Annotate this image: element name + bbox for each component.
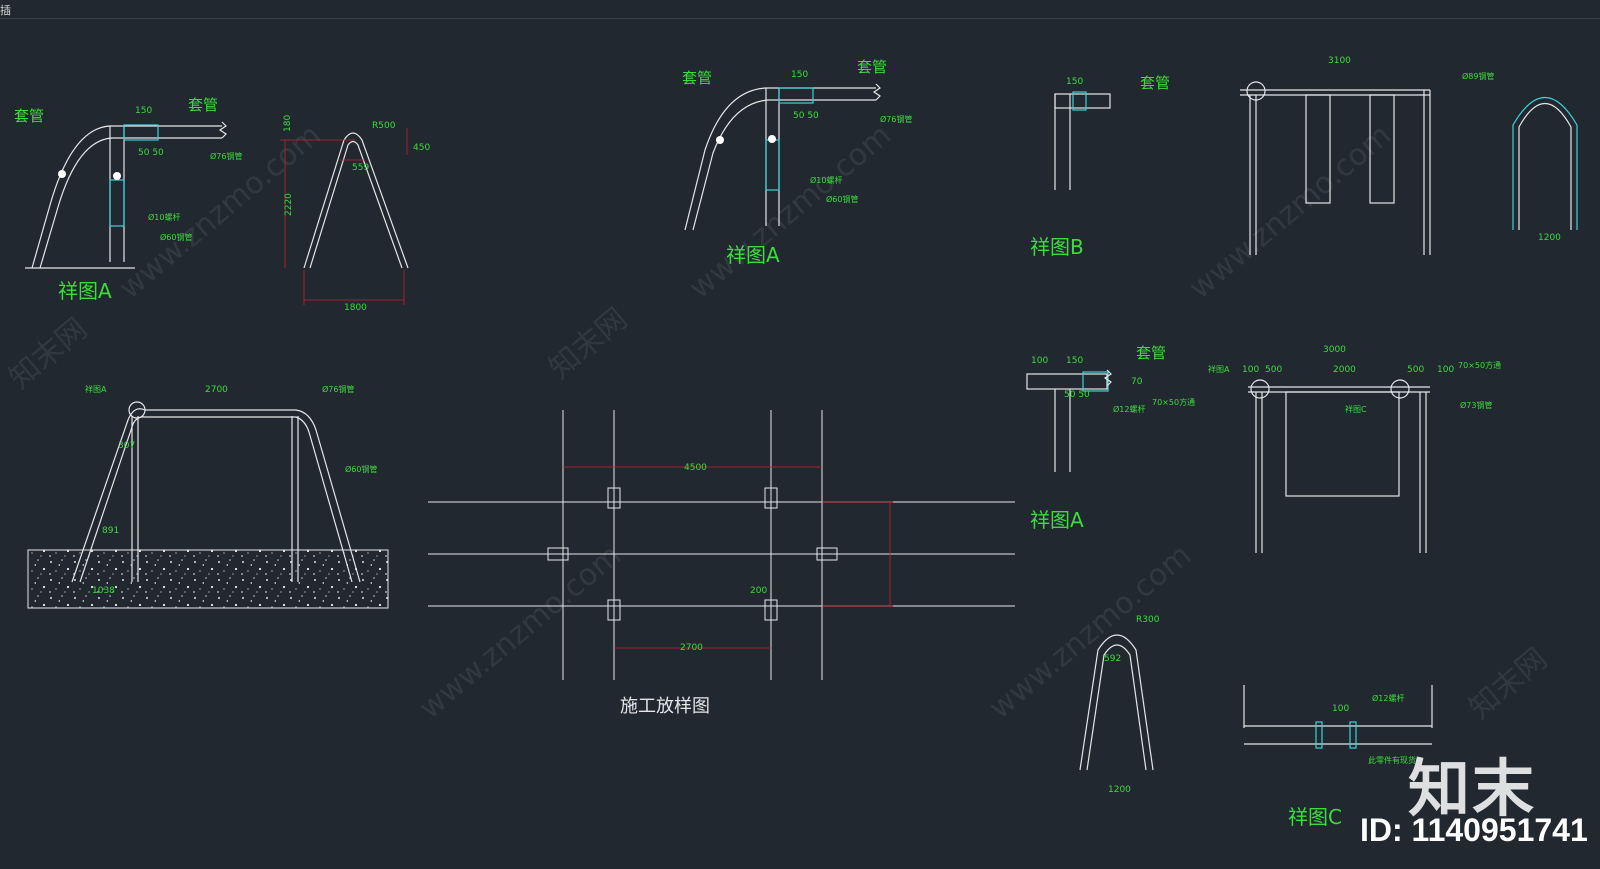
dim: 2700 <box>680 643 703 653</box>
pipe60-label: Ø60钢管 <box>160 232 192 242</box>
arch-end-view <box>1512 97 1578 230</box>
watermark-logo: 知末 <box>1408 752 1537 825</box>
dim: 1800 <box>344 303 367 313</box>
detail-a-title: 祥图A <box>726 243 780 267</box>
note-c: 此零件有现货 <box>1368 755 1416 765</box>
swing-front-elevation <box>71 401 361 583</box>
dim: 180 <box>283 115 293 132</box>
dim: 50 50 <box>138 148 164 158</box>
dim: 3100 <box>1328 56 1351 66</box>
dim: 2700 <box>205 385 228 395</box>
detail-a-right <box>1026 369 1112 472</box>
sleeve-label: 套管 <box>682 69 712 87</box>
dim: 70 <box>1131 377 1143 387</box>
front-elevation-mid <box>1248 379 1430 553</box>
sleeve-label: 套管 <box>14 107 44 125</box>
pipe76-label: Ø76钢管 <box>880 114 912 124</box>
detail-a-title: 祥图A <box>58 279 112 303</box>
sleeve-label: 套管 <box>857 58 887 76</box>
dim: 1200 <box>1108 785 1131 795</box>
detail-c-title: 祥图C <box>1288 805 1342 829</box>
dim: 307 <box>118 441 135 451</box>
dim: 50 50 <box>1064 390 1090 400</box>
pipe76-label: Ø76钢管 <box>210 151 242 161</box>
dim: 100 <box>1242 365 1259 375</box>
bolt-marker <box>716 136 724 144</box>
dim: 150 <box>791 70 808 80</box>
dim: 50 50 <box>793 111 819 121</box>
dim: 150 <box>1066 77 1083 87</box>
dim: 100 <box>1332 704 1349 714</box>
watermark-url-2: www.znzmo.com <box>683 118 898 307</box>
detail-a-center <box>684 83 881 231</box>
pipe60-label: Ø60钢管 <box>345 464 377 474</box>
ref-detail-c: 祥图C <box>1345 404 1367 414</box>
pipe76-label: Ø76钢管 <box>322 384 354 394</box>
dim: 592 <box>1104 654 1121 664</box>
dim: 100 <box>1437 365 1454 375</box>
pipe89-label: Ø89钢管 <box>1462 71 1494 81</box>
watermark-url-1: www.znzmo.com <box>113 118 328 307</box>
frame-elevation-side <box>303 132 409 269</box>
bolt12-label: Ø12螺杆 <box>1372 693 1404 703</box>
dim: 450 <box>413 143 430 153</box>
dim: 2220 <box>284 193 294 216</box>
dim: 891 <box>102 526 119 536</box>
layout-dimensions <box>563 466 893 649</box>
watermark-layer: www.znzmo.com www.znzmo.com www.znzmo.co… <box>3 118 1554 727</box>
dim: 150 <box>1066 356 1083 366</box>
arch-side-view <box>1079 634 1154 771</box>
bolt-marker <box>768 135 776 143</box>
tube70-label: 70×50方通 <box>1152 397 1195 407</box>
frame-dimensions <box>280 128 408 305</box>
dim: R300 <box>1136 615 1160 625</box>
watermark-cn-2: 知末网 <box>543 301 634 386</box>
sleeve-label: 套管 <box>1136 344 1166 362</box>
bolt-marker <box>113 172 121 180</box>
dim: 1200 <box>1538 233 1561 243</box>
bolt10-label: Ø10螺杆 <box>148 212 180 222</box>
dim: 2000 <box>1333 365 1356 375</box>
watermark-cn-1: 知末网 <box>3 311 94 396</box>
watermark-url-4: www.znzmo.com <box>413 538 628 727</box>
sleeve-label: 套管 <box>1140 74 1170 92</box>
ground-foundation <box>27 549 389 609</box>
dim: 1038 <box>92 586 115 596</box>
watermark-url-3: www.znzmo.com <box>1183 118 1398 307</box>
pipe60-label: Ø60钢管 <box>826 194 858 204</box>
ref-detail-a: 祥图A <box>85 384 107 394</box>
detail-b-title: 祥图B <box>1030 235 1084 259</box>
sleeve-label: 套管 <box>188 96 218 114</box>
tube70-label: 70×50方通 <box>1458 360 1501 370</box>
bolt12-label: Ø12螺杆 <box>1113 404 1145 414</box>
detail-c <box>1243 685 1433 749</box>
dim: 500 <box>1265 365 1282 375</box>
dim: 559 <box>352 163 369 173</box>
dim: 4500 <box>684 463 707 473</box>
dim: 200 <box>750 586 767 596</box>
watermark-id: ID: 1140951741 <box>1360 812 1588 848</box>
dim: 500 <box>1407 365 1424 375</box>
pipe73-label: Ø73钢管 <box>1460 400 1492 410</box>
bolt-marker <box>58 170 66 178</box>
detail-b <box>1054 91 1111 190</box>
front-elevation-top <box>1240 81 1431 255</box>
bolt10-label: Ø10螺杆 <box>810 175 842 185</box>
ref-detail-a: 祥图A <box>1208 364 1230 374</box>
dim: 3000 <box>1323 345 1346 355</box>
window-titlebar: 插 <box>0 0 1600 19</box>
dim: R500 <box>372 121 396 131</box>
watermark-cn-3: 知末网 <box>1463 641 1554 726</box>
dim: 150 <box>135 106 152 116</box>
window-title: 插 <box>0 4 11 17</box>
layout-title: 施工放样图 <box>620 696 710 717</box>
construction-layout <box>428 410 1015 680</box>
dim: 100 <box>1031 356 1048 366</box>
detail-a-title: 祥图A <box>1030 508 1084 532</box>
